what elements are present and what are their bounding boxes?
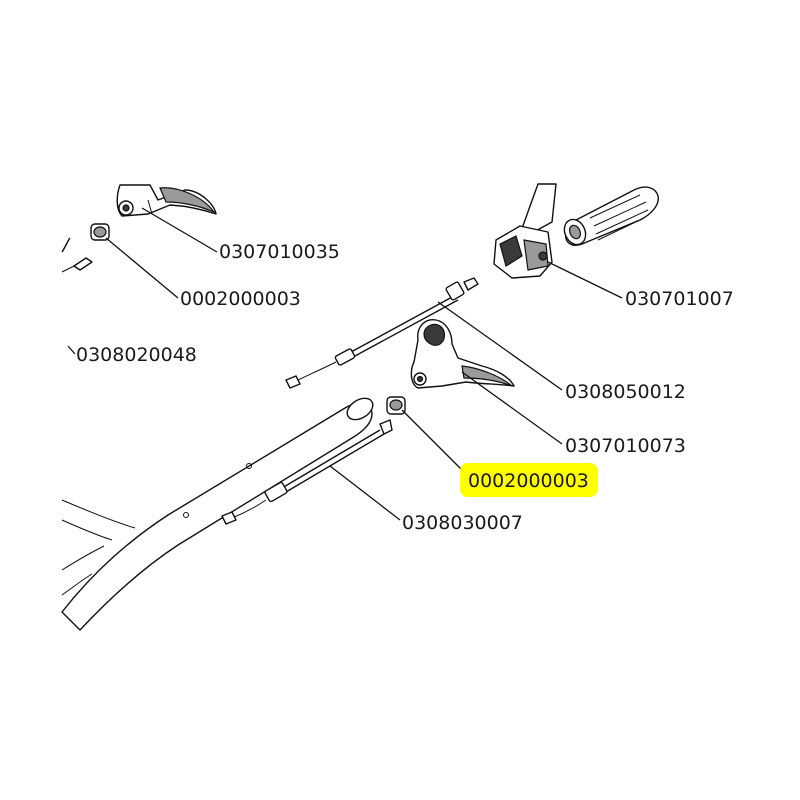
label-highlight [460,463,598,497]
part-label-nut-center-highlighted: 0002000003 [468,470,589,492]
leader-lines [67,207,623,521]
part-label-lever-center: 0307010073 [565,435,686,457]
cable-lower [221,419,393,525]
nut-top-left [90,223,110,241]
cable-left-partial [61,237,93,273]
part-label-nut-top-left: 0002000003 [180,288,301,310]
brake-lever-center [410,319,515,389]
brake-lever-top-left [116,184,217,217]
part-label-cable-lower: 0308030007 [402,512,523,534]
part-label-cable-upper: 0308050012 [565,381,686,403]
part-label-brake-lever-top-left: 0307010035 [219,241,340,263]
handle-tube [61,397,374,631]
part-label-cable-left-partial: 0308020048 [76,344,197,366]
nut-center [386,396,406,415]
grip-assembly-right [493,183,659,279]
cable-upper [285,277,479,389]
part-label-grip-right: 030701007 [625,288,734,310]
